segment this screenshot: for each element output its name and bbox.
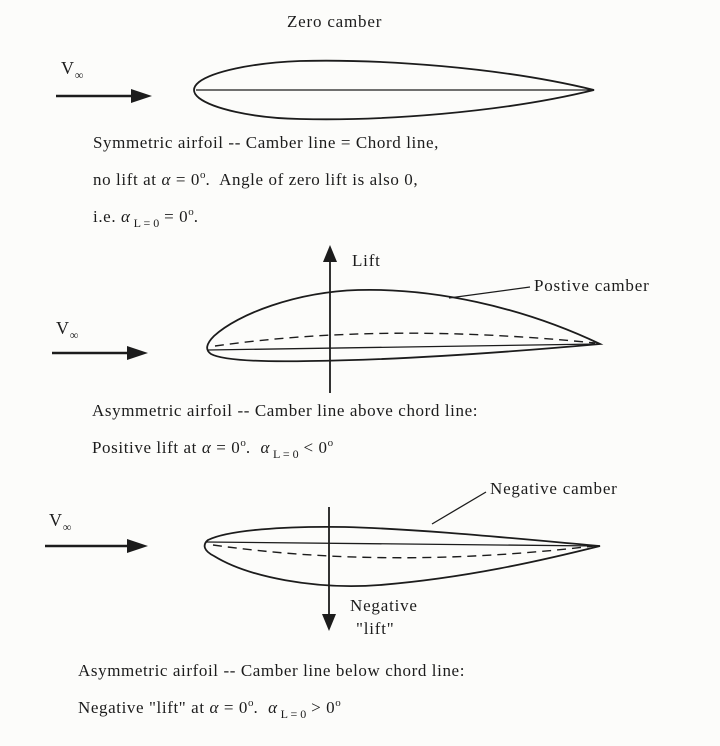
negative-camber-leader-line: [431, 491, 487, 525]
negative-camber-chord-line: [205, 541, 599, 547]
freestream-velocity-label-2: V∞: [56, 318, 79, 342]
caption-line: no lift at α = 0o. Angle of zero lift is…: [93, 169, 419, 189]
caption-negative-camber: Asymmetric airfoil -- Camber line below …: [78, 660, 465, 735]
caption-line: Positive lift at α = 0o. α L = 0 < 0o: [92, 437, 334, 461]
positive-camber-label: Postive camber: [534, 276, 650, 295]
positive-camber-chord-line: [207, 343, 599, 351]
positive-camber-airfoil-outline: [206, 288, 604, 363]
freestream-arrow-head-2: [127, 346, 148, 360]
caption-line: i.e. α L = 0 = 0o.: [93, 206, 199, 230]
negative-lift-label-line2: "lift": [356, 619, 395, 638]
positive-camber-leader-line: [448, 286, 531, 299]
caption-line: Asymmetric airfoil -- Camber line below …: [78, 661, 466, 680]
caption-positive-camber: Asymmetric airfoil -- Camber line above …: [92, 400, 478, 475]
freestream-arrow-head-3: [127, 539, 148, 553]
negative-camber-label: Negative camber: [490, 479, 618, 498]
negative-camber-airfoil-outline: [203, 525, 601, 587]
zero-camber-label: Zero camber: [287, 12, 383, 31]
caption-line: Asymmetric airfoil -- Camber line above …: [92, 401, 479, 420]
caption-line: Symmetric airfoil -- Camber line = Chord…: [93, 133, 439, 152]
lift-label: Lift: [352, 251, 381, 270]
negative-camber-line-dashed: [212, 544, 595, 559]
freestream-arrow-head-1: [131, 89, 152, 103]
lift-arrow-head: [323, 245, 337, 262]
freestream-velocity-label-1: V∞: [61, 58, 84, 82]
positive-camber-line-dashed: [214, 332, 596, 347]
freestream-velocity-label-3: V∞: [49, 510, 72, 534]
negative-lift-label-line1: Negative: [350, 596, 418, 615]
caption-line: Negative "lift" at α = 0o. α L = 0 > 0o: [78, 697, 341, 721]
symmetric-airfoil-outline: [193, 59, 595, 121]
negative-lift-arrow-head: [322, 614, 336, 631]
caption-symmetric-airfoil: Symmetric airfoil -- Camber line = Chord…: [93, 132, 439, 244]
